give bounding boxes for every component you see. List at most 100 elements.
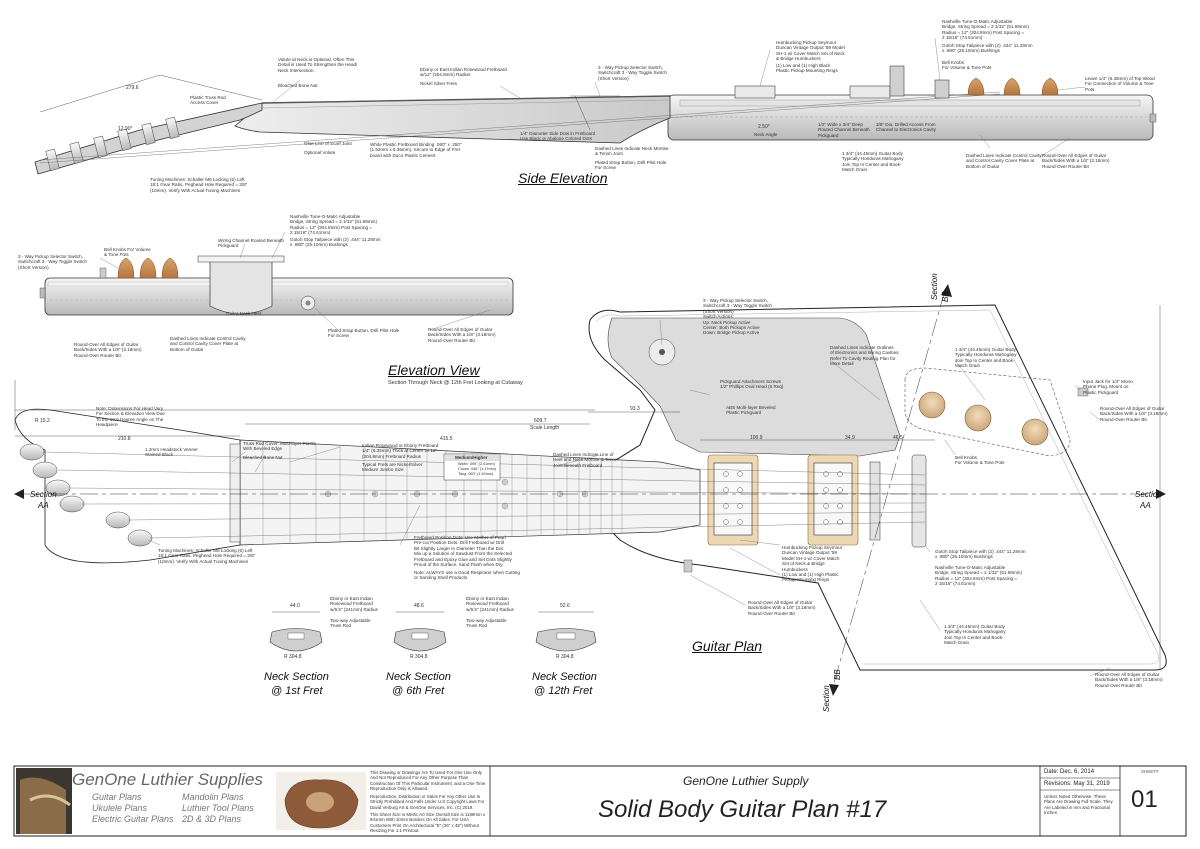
dim-scale-length-label: Scale Length — [530, 425, 560, 431]
guitar-plan-drawing — [14, 304, 1167, 671]
side-elevation-drawing — [34, 65, 1157, 175]
note-bridge-elev: Nashville Tune-O-Matic Adjustable Bridge… — [290, 214, 378, 236]
dim-210: 210.8 — [118, 436, 131, 442]
neck-section-6-line2: @ 6th Fret — [392, 685, 445, 697]
aa-right-label: AA — [1140, 501, 1151, 510]
note-fretboard-plan: Indian Rosewood or Ebony Fretboard 1/4" … — [362, 443, 439, 459]
dim-279: 279.6 — [126, 85, 139, 91]
note-roundover-side: Round-Over All Edges of Guitar Back/Side… — [1042, 153, 1110, 169]
note-tailpiece-side: Gotoh Stop Tailpiece with (2) .444" 11.2… — [942, 43, 1033, 54]
note-truss-cover: Plastic Truss Rod Access Cover — [190, 95, 226, 106]
product-2d-3d-plans: 2D & 3D Plans — [182, 814, 242, 824]
note-channel: 1/2" Wide x 3/4" Deep Routed Channel Ben… — [818, 122, 870, 138]
elevation-view-leaders — [99, 231, 491, 331]
neck-section-1-line2: @ 1st Fret — [271, 685, 323, 697]
note-veneer: 1.2mm Headstock Veneer Stained Black — [145, 447, 198, 458]
section-aa-right-label: Section — [1135, 490, 1162, 499]
product-guitar-plans: Guitar Plans — [92, 792, 142, 802]
dim-radius-3: R 304.8 — [556, 654, 574, 660]
fret-label-width: Width .095" (2.41mm) — [458, 462, 495, 466]
dim-415: 415.5 — [440, 436, 453, 442]
sheet-label: SHEET# — [1141, 769, 1159, 774]
note-truss-cover-plan: Truss Rod Cover: Multi-layer Plastic Wit… — [243, 441, 317, 452]
note-bleached-nut-side: Bleached Bone Nut — [278, 83, 318, 88]
note-bridge-side: Nashville Tune-O-Matic Adjustable Bridge… — [942, 19, 1030, 41]
note-scarf: Glue Line of Scarf Joint — [304, 141, 352, 146]
note-body-plan-bottom: 1 3/4" (44.45mm) Guitar Body Typically H… — [944, 624, 1006, 646]
note-rings-side: (1) Low and (1) High Black Plastic Picku… — [776, 63, 838, 74]
note-trussrod-sec1: Two-way Adjustable Truss Rod — [330, 618, 371, 629]
note-head-dims: Note: Dimensions For Head Vary For Secti… — [96, 406, 165, 428]
note-humbucker-plan: Humbucking Pickup Seymour Duncan Vintage… — [782, 545, 843, 572]
section-aa-line — [14, 489, 1166, 499]
neck-section-6-line1: Neck Section — [386, 671, 451, 683]
note-pickguard-screws: Pickguard Attachment Screws 1/2" Phillip… — [720, 379, 784, 390]
section-aa-left-label: Section — [30, 490, 57, 499]
note-roundover-plan-bottom: Round-Over All Edges of Guitar Back/Side… — [1095, 672, 1163, 688]
title-block-frame — [13, 765, 1187, 837]
dim-head-angle: 12.90° — [118, 126, 133, 132]
note-wiring-channel: Wiring Channel Routed Beneath Pickguard — [218, 238, 284, 249]
fret-label-title: Medium/Higher — [455, 455, 488, 460]
disclaimer-sheet-size: This Sheet Size is Metric A0 Size Overal… — [370, 812, 486, 834]
bb-bottom-label: BB — [833, 669, 842, 680]
note-knobs-elev: Bell Knobs For Volume & Tone Pots — [104, 247, 151, 258]
plan-leaders — [147, 319, 1111, 677]
dim-34: 34.9 — [845, 435, 855, 441]
section-bb-bottom-label: Section — [822, 685, 831, 712]
elevation-view-title: Elevation View — [388, 362, 480, 378]
note-access: 3/8" Dia. Drilled Access From Channel to… — [876, 122, 937, 133]
section-bb-line — [829, 284, 952, 696]
note-switch-side: 3 - Way Pickup Selector Switch, Switchcr… — [598, 65, 667, 81]
neck-section-1-line1: Neck Section — [264, 671, 329, 683]
note-position-dots: Fretboard Position Dots: Use Mother of P… — [414, 535, 513, 568]
elevation-view-subtitle: Section Through Neck @ 12th Fret Looking… — [388, 380, 523, 386]
guitar-plan-title: Guitar Plan — [692, 638, 763, 654]
fret-label-tang: Tang .060" (1.52mm) — [458, 472, 494, 476]
note-respirator: Note: ALWAYS use a Good Respirator when … — [414, 570, 520, 581]
disclaimer-usage: This Drawing or Drawings Are To Used For… — [370, 770, 486, 792]
company-name: GenOne Luthier Supplies — [72, 770, 263, 789]
note-trussrod-sec6: Two-way Adjustable Truss Rod — [466, 618, 507, 629]
dim-scale-length: 609.7 — [534, 418, 547, 424]
aa-left-label: AA — [38, 501, 49, 510]
note-mortise-side: Dashed Lines Indicate Neck Mortise & Ten… — [595, 146, 669, 157]
dim-neck-angle: 2.50° — [758, 124, 770, 130]
note-body-side: 1 3/4" (44.45mm) Guitar Body Typically H… — [842, 151, 904, 173]
sheet-number: 01 — [1131, 786, 1158, 813]
note-fretboard-sec1: Ebony or East Indian Rosewood Fretboard … — [330, 596, 378, 612]
note-rings-plan: (1) Low and (1) High Plastic Pickup Moun… — [782, 572, 839, 583]
note-bridge-plan: Nashville Tune-O-Matic Adjustable Bridge… — [935, 565, 1023, 587]
note-knobs-side: Bell Knobs For Volume & Tone Pots — [942, 60, 992, 71]
supply-name: GenOne Luthier Supply — [683, 774, 809, 788]
note-strap-side: Plated Strap Button, Drill Pilot Hole Fo… — [595, 160, 667, 171]
note-switch-elev: 3 - Way Pickup Selector Switch, Switchcr… — [18, 254, 87, 270]
note-cavity-side: Dashed Lines Indicate Control Cavity and… — [966, 153, 1042, 169]
neck-section-12-line1: Neck Section — [532, 671, 597, 683]
product-ukulele-plans: Ukulele Plans — [92, 803, 148, 813]
note-roundover-elev: Round-Over All Edges of Guitar Back/Side… — [428, 327, 496, 343]
note-tuners-plan: Tuning Machines: Schaller M6 Locking (6)… — [158, 548, 256, 564]
note-input-jack: Input Jack for 1/4" Mono Phone Plug, Mou… — [1083, 379, 1133, 395]
dim-44: 44.0 — [290, 603, 300, 609]
neck-section-drawings — [269, 611, 597, 652]
note-neck-heel: Guitar Neck Heel — [226, 311, 261, 316]
note-volute: Volute at Neck is Optional. Often This D… — [278, 57, 358, 73]
product-mandolin-plans: Mandolin Plans — [182, 792, 244, 802]
note-humbucker-side: Humbucking Pickup Seymour Duncan Vintage… — [776, 40, 845, 62]
note-knobs-plan: Bell Knobs For Volume & Tone Pots — [955, 455, 1005, 466]
plan-title: Solid Body Guitar Plan #17 — [598, 796, 887, 823]
note-cavity-elev: Dashed Lines Indicate Control Cavity and… — [170, 336, 246, 352]
note-neck-angle: Neck Angle — [754, 132, 778, 137]
note-frets-side: Nickel Silver Frets — [420, 81, 458, 86]
elevation-view-drawing — [39, 255, 514, 316]
note-tailpiece-plan: Gotoh Stop Tailpiece with (2) .444" 11.2… — [935, 549, 1026, 560]
note-tailpiece-elev: Gotoh Stop Tailpiece with (2) .444" 11.2… — [290, 237, 381, 248]
neck-section-12-line2: @ 12th Fret — [534, 685, 593, 697]
note-fretboard-side: Ebony or East Indian Rosewood Fretboard … — [420, 67, 507, 78]
units-note: Unless Noted Otherwise, These Plans Are … — [1044, 794, 1113, 816]
note-roundover-elev-left: Round-Over All Edges of Guitar Back/Side… — [74, 342, 142, 358]
plan-dimension-lines — [14, 305, 1161, 670]
note-fretboard-sec6: Ebony or East Indian Rosewood Fretboard … — [466, 596, 514, 612]
